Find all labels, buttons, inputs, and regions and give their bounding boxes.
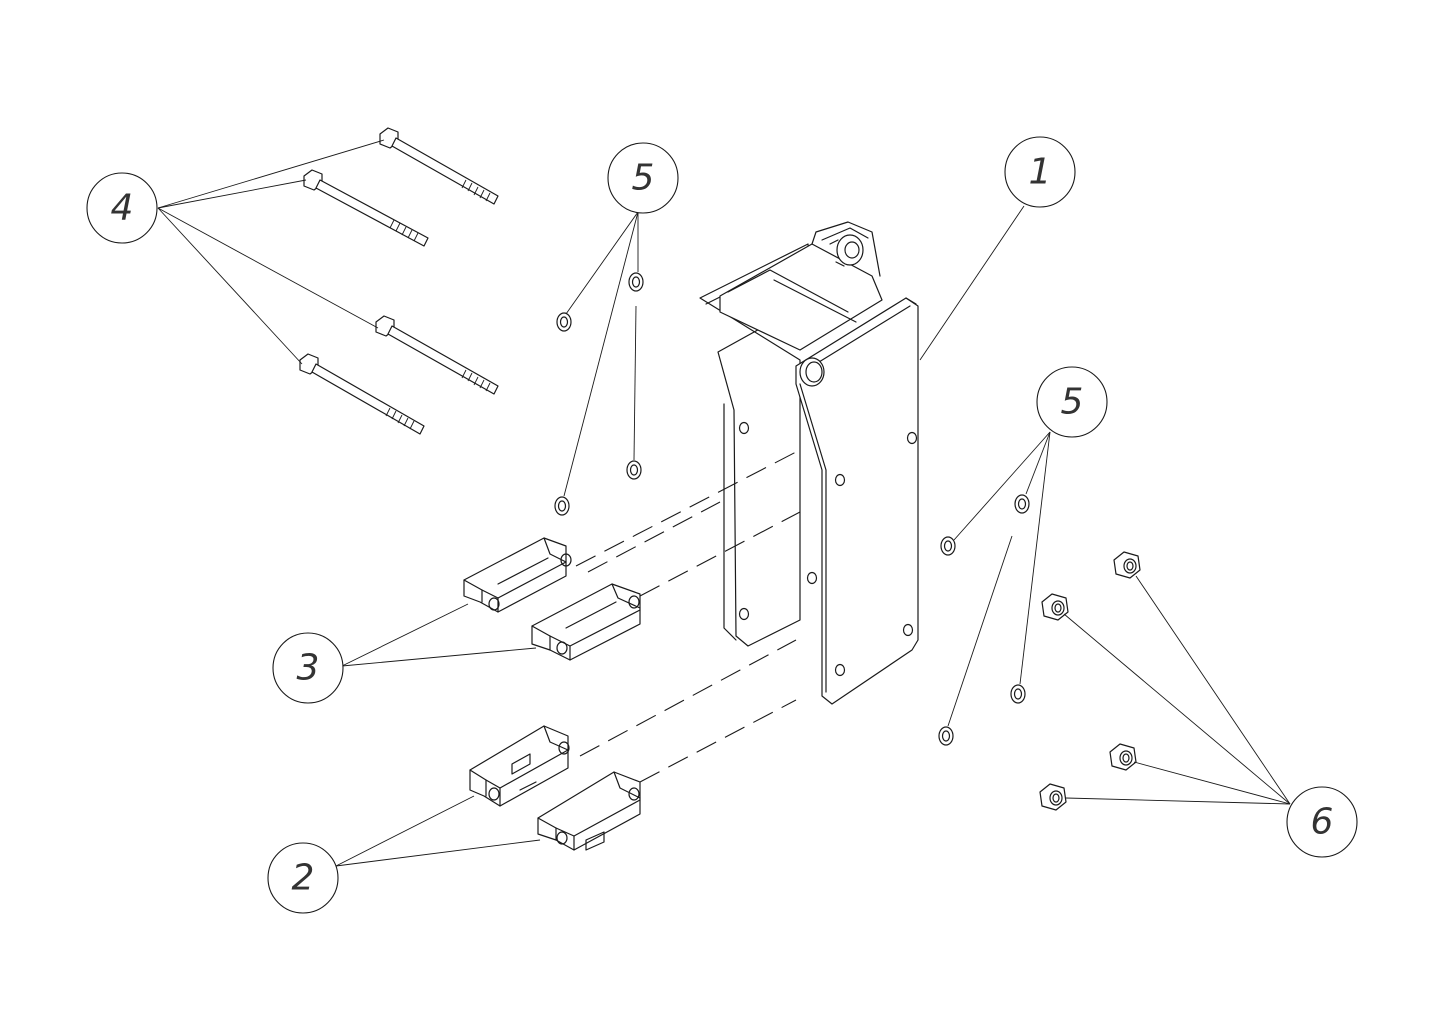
clamp-lower-left: [469, 725, 570, 807]
callout-balloon-2: 2: [267, 842, 339, 914]
washer: [554, 496, 570, 516]
nut: [1109, 743, 1137, 771]
bolt: [299, 353, 425, 435]
washer: [556, 312, 572, 332]
nut: [1039, 783, 1067, 811]
washer: [1014, 494, 1030, 514]
bolt: [375, 315, 499, 395]
clamp-lower-right: [537, 771, 641, 851]
callout-number: 5: [632, 158, 655, 199]
callout-number: 5: [1061, 382, 1084, 423]
callout-number: 2: [292, 858, 315, 899]
callout-balloon-3: 3: [272, 632, 344, 704]
assembly-lines: [575, 451, 801, 783]
washer: [940, 536, 956, 556]
washer: [628, 272, 644, 292]
callout-balloon-5-upper: 5: [607, 142, 679, 214]
nut: [1113, 551, 1141, 579]
callout-balloon-6: 6: [1286, 786, 1358, 858]
washer: [1010, 684, 1026, 704]
callout-number: 4: [111, 188, 134, 229]
callout-number: 6: [1311, 802, 1334, 843]
main-bracket: [699, 221, 919, 705]
washer: [938, 726, 954, 746]
clamp-upper-left: [463, 537, 572, 613]
bolt: [379, 127, 499, 205]
nut: [1041, 593, 1069, 621]
callout-number: 1: [1029, 152, 1052, 193]
washer: [626, 460, 642, 480]
callout-balloon-4: 4: [86, 172, 158, 244]
lifting-eye: [829, 234, 864, 267]
callout-balloon-5-lower: 5: [1036, 366, 1108, 438]
bolt: [303, 169, 429, 247]
callout-number: 3: [297, 648, 320, 689]
clamp-upper-right: [531, 583, 641, 661]
callout-balloon-1: 1: [1004, 136, 1076, 208]
leader-lines: [157, 139, 1291, 867]
